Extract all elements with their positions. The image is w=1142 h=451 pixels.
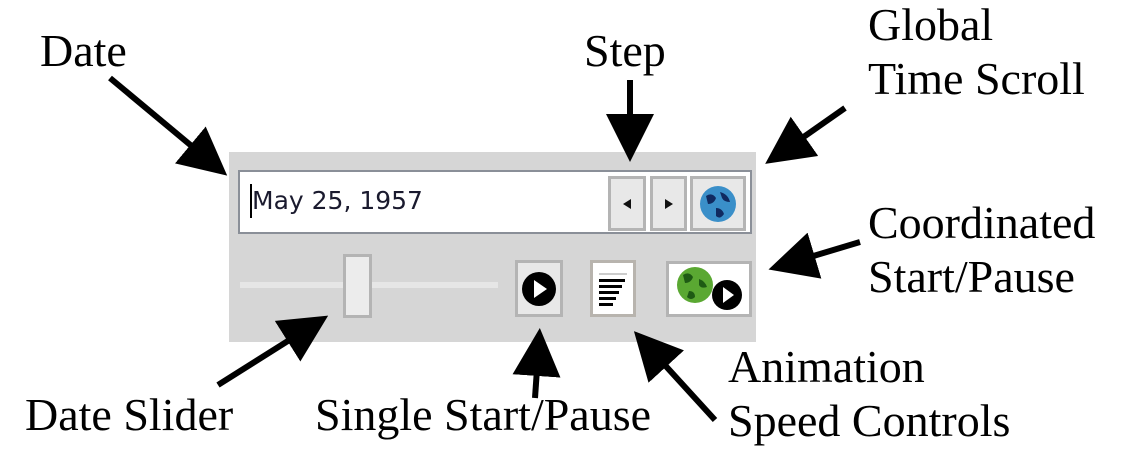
step-left-icon [623,198,631,209]
label-date: Date [40,25,127,76]
date-arrow [108,75,228,176]
date-slider-arrow [216,315,329,388]
label-animation-speed-controls: Animation Speed Controls [728,340,1010,448]
globe-play-icon [677,267,742,310]
coordinated-start-pause-button[interactable] [666,261,752,317]
global-arrow [765,105,847,164]
coordinated-arrow [768,232,861,279]
label-line: Start/Pause [868,251,1075,302]
label-date-slider: Date Slider [25,389,234,440]
single-start-pause-button[interactable] [515,260,563,317]
label-line: Global [868,0,994,50]
play-icon [522,271,556,306]
step-back-button[interactable] [608,176,646,231]
single-arrow [512,328,561,399]
animation-speed-button[interactable] [590,260,636,317]
label-line: Time Scroll [868,53,1085,104]
date-value: May 25, 1957 [252,186,423,215]
label-step: Step [584,25,666,76]
label-line: Coordinated [868,197,1096,248]
date-slider-thumb[interactable] [343,254,373,318]
globe-icon [700,185,736,222]
label-line: Speed Controls [728,395,1011,446]
speed-bars-icon [599,272,627,306]
label-global-time-scroll: Global Time Scroll [868,0,1085,106]
global-time-scroll-button[interactable] [690,176,746,231]
step-right-icon [664,198,673,209]
text-caret [250,184,252,218]
speed-arrow [633,331,718,423]
label-line: Animation [728,341,925,392]
step-forward-button[interactable] [650,176,687,231]
label-single-start-pause: Single Start/Pause [315,389,652,440]
label-coordinated-start-pause: Coordinated Start/Pause [868,196,1095,304]
